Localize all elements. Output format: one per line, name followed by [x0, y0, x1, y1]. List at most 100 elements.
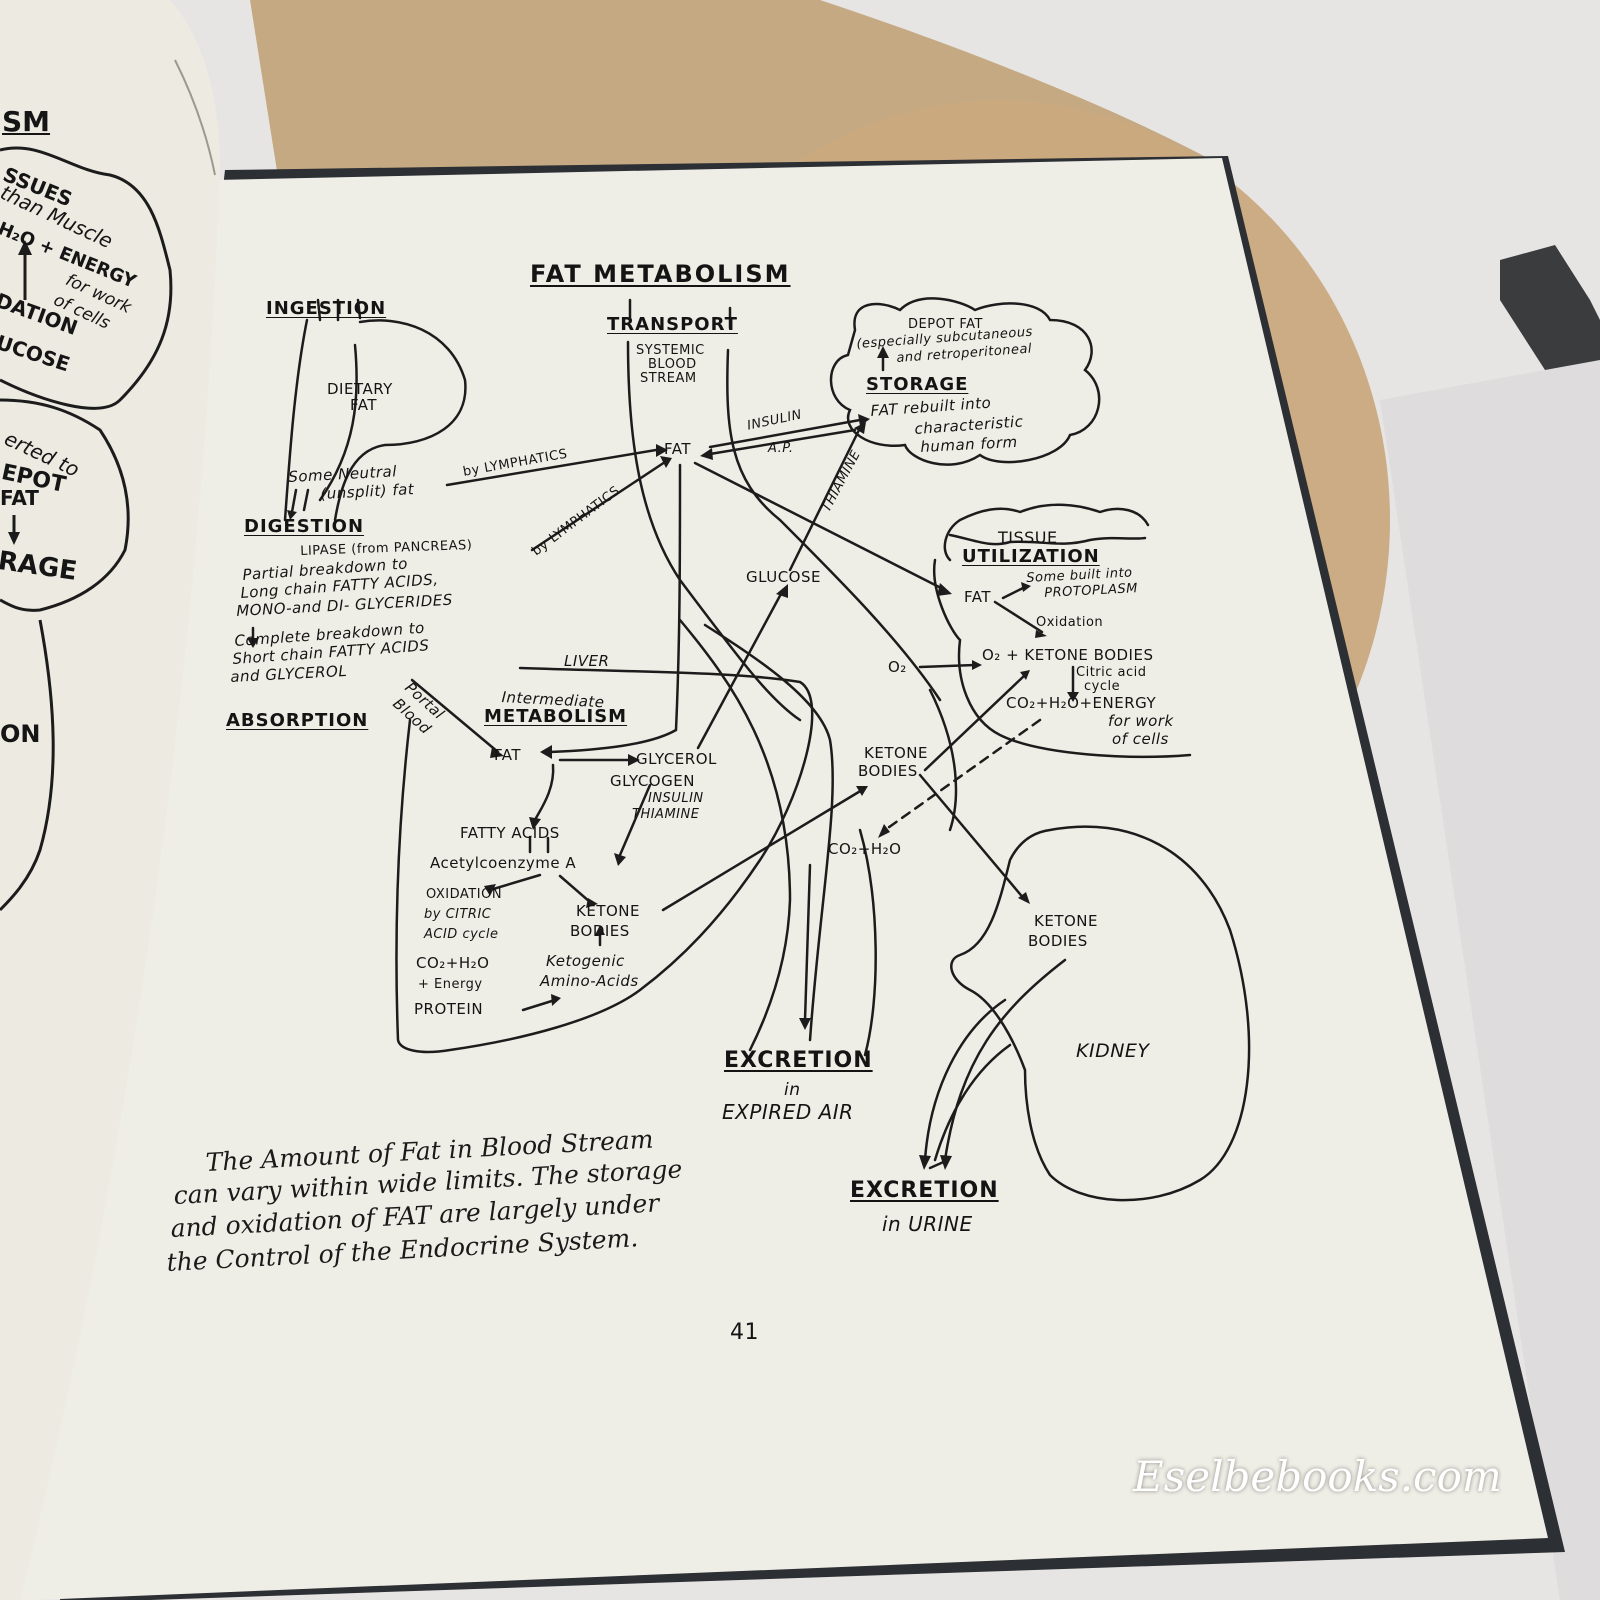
- head-glycogen: [614, 853, 626, 866]
- ingestion-ticks: [316, 298, 362, 322]
- digestion-heading: DIGESTION: [244, 516, 365, 537]
- head-fatty: [529, 817, 541, 830]
- arrow-insulin: [708, 418, 862, 456]
- fat-transport-label: FAT: [664, 440, 692, 458]
- arrow-o2: [918, 663, 977, 669]
- kidney-outline: [950, 825, 1251, 1202]
- arrow-glycogen: [618, 783, 652, 857]
- right-page: [20, 158, 1548, 1600]
- head-digestion: [287, 510, 297, 520]
- by-lymphatics-label-2: by LYMPHATICS: [529, 483, 623, 560]
- glucose-label: GLUCOSE: [746, 568, 821, 586]
- head-lymph-1: [656, 444, 668, 457]
- left-fragment-sm: SM: [2, 105, 51, 138]
- co2-energy-label: CO₂+H₂O+ENERGY: [1006, 694, 1157, 712]
- oxidation-citric-line-2: by CITRIC: [424, 907, 492, 922]
- head-urine-2: [940, 1155, 952, 1170]
- metabolism-heading: METABOLISM: [484, 706, 628, 727]
- diagram-strokes: [251, 297, 1251, 1202]
- work-cells-line-1: for work: [1108, 712, 1174, 730]
- work-cells-line-2: of cells: [1112, 730, 1169, 748]
- liver-label: LIVER: [564, 652, 610, 670]
- stomach-outline: [283, 318, 467, 522]
- expired-air-label: EXPIRED AIR: [722, 1100, 854, 1124]
- arrow-fat-liver: [548, 463, 682, 754]
- paper-sheet: [1380, 360, 1600, 1600]
- head-protein: [551, 994, 561, 1006]
- curve-blood-3: [858, 828, 877, 1057]
- arrow-dashed-co2: [883, 718, 1042, 832]
- ureter: [933, 958, 1067, 1162]
- left-fragment-on: ON: [0, 720, 41, 748]
- oxidation-citric-line-3: ACID cycle: [424, 927, 499, 942]
- ketone-kidney-line-2: BODIES: [1028, 932, 1088, 950]
- co2-h2o-energy-line-2: + Energy: [418, 977, 483, 992]
- dietary-fat-line-2: FAT: [350, 396, 378, 414]
- ketone-kidney-line-1: KETONE: [1034, 912, 1098, 930]
- ap-label: A.P.: [768, 441, 794, 456]
- arrow-protein: [521, 998, 557, 1012]
- glycerol-label: GLYCEROL: [636, 750, 717, 768]
- curve-blood-2: [678, 618, 792, 1052]
- citric-line-2: cycle: [1084, 679, 1121, 694]
- arrow-excretion-air: [803, 863, 812, 1022]
- page-title: FAT METABOLISM: [530, 260, 791, 288]
- head-ketogenic: [595, 925, 605, 935]
- arrow-glucose: [696, 590, 784, 750]
- systemic-line-3: STREAM: [640, 371, 697, 386]
- ketogenic-line-2: Amino-Acids: [540, 972, 639, 990]
- ketone-blood-line-1: KETONE: [864, 744, 928, 762]
- head-ketone-kidney: [1018, 892, 1030, 904]
- head-insulin-back: [700, 448, 713, 460]
- left-page-drawings: [0, 146, 173, 912]
- storage-heading: STORAGE: [866, 374, 969, 395]
- head-glycerol: [628, 754, 640, 766]
- citric-line-1: Citric acid: [1076, 665, 1147, 680]
- co2-h2o-energy-line-1: CO₂+H₂O: [416, 954, 490, 972]
- arrow-heads: [247, 346, 1079, 1170]
- ureter-2: [923, 998, 1007, 1162]
- excretion-air-heading: EXCRETION: [724, 1048, 873, 1073]
- left-fragment-rage: RAGE: [0, 546, 79, 587]
- ketone-liver-line-2: BODIES: [570, 922, 630, 940]
- head-excretion-air: [799, 1018, 811, 1030]
- systemic-line-1: SYSTEMIC: [636, 343, 705, 358]
- arrow-ketone-blood: [661, 788, 864, 912]
- ketone-liver-line-1: KETONE: [576, 902, 640, 920]
- head-complete: [247, 638, 259, 648]
- arrow-portal: [410, 678, 500, 754]
- head-fat-tissue: [937, 583, 952, 596]
- head-ketone-tissue: [1020, 670, 1030, 680]
- fat-rebuilt-line-3: human form: [919, 432, 1019, 456]
- protoplasm-line-2: PROTOPLASM: [1043, 581, 1139, 601]
- o2-ketone-label: O₂ + KETONE BODIES: [982, 646, 1154, 664]
- tissue-label: TISSUE: [998, 528, 1058, 547]
- page-number: 41: [730, 1320, 759, 1345]
- excretion-urine-heading: EXCRETION: [850, 1178, 999, 1203]
- left-cloud: [0, 146, 173, 410]
- some-neutral-line-2: (unsplit) fat: [319, 480, 415, 503]
- arrow-oxid-ketone: [488, 873, 592, 904]
- insulin-thiamine-line-2: THIAMINE: [632, 807, 700, 822]
- head-fat-liver: [540, 745, 552, 759]
- utilization-heading: UTILIZATION: [962, 546, 1100, 567]
- systemic-line-2: BLOOD: [648, 357, 697, 372]
- in-label-air: in: [784, 1080, 801, 1100]
- absorption-heading: ABSORPTION: [226, 710, 369, 731]
- vessel-right: [726, 348, 942, 702]
- head-dashed: [878, 824, 890, 838]
- tissue-cells-inner: [948, 533, 1147, 546]
- depot-fat-label: DEPOT FAT: [908, 317, 983, 332]
- head-urine: [919, 1155, 931, 1170]
- curve-blood-1: [703, 623, 834, 1042]
- dietary-fat-line-1: DIETARY: [327, 380, 393, 398]
- co2-h2o-label: CO₂+H₂O: [828, 840, 902, 858]
- head-oxidation: [1035, 630, 1047, 638]
- left-cloud-2: [0, 398, 130, 612]
- insulin-label: INSULIN: [745, 407, 804, 434]
- arrow-thiamine: [788, 426, 862, 572]
- arrow-lymph-2: [530, 460, 667, 552]
- arrow-digestion: [290, 488, 310, 514]
